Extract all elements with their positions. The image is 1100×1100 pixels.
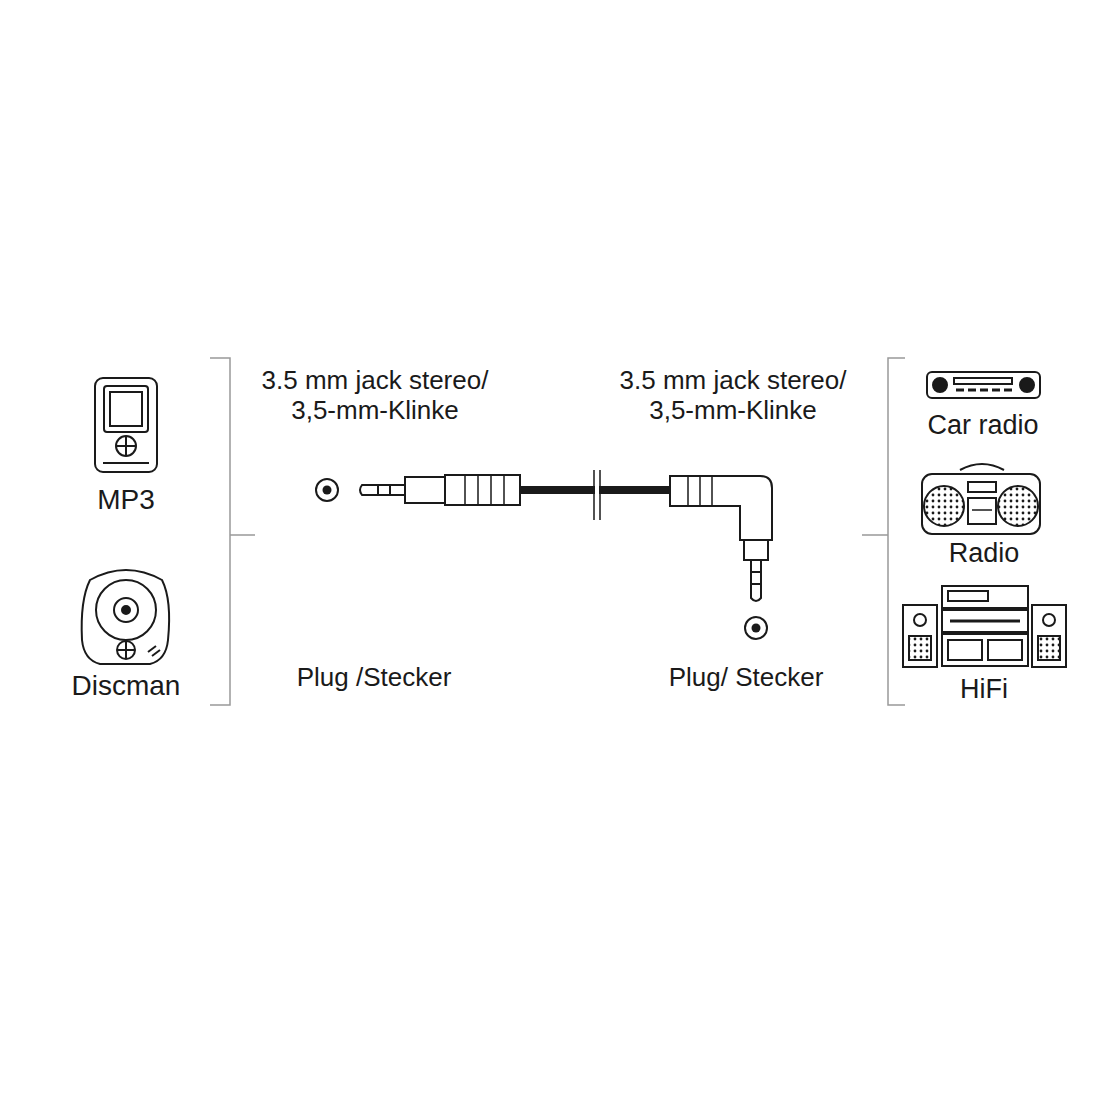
discman-icon bbox=[82, 570, 169, 664]
device-label: Car radio bbox=[898, 410, 1068, 441]
left-plug bbox=[316, 475, 520, 505]
hifi-icon bbox=[903, 586, 1066, 667]
cable bbox=[520, 470, 670, 520]
car-radio-icon bbox=[927, 372, 1040, 398]
connector-spec: 3.5 mm jack stereo/ 3,5-mm-Klinke bbox=[238, 366, 513, 426]
plug-label: Plug /Stecker bbox=[264, 663, 484, 693]
right-plug bbox=[670, 476, 772, 639]
plug-label: Plug/ Stecker bbox=[636, 663, 856, 693]
device-label: Discman bbox=[46, 670, 206, 702]
device-label: HiFi bbox=[909, 674, 1059, 705]
connector-spec: 3.5 mm jack stereo/ 3,5-mm-Klinke bbox=[596, 366, 871, 426]
radio-icon bbox=[922, 464, 1040, 534]
device-label: MP3 bbox=[46, 484, 206, 516]
mp3-icon bbox=[95, 378, 157, 472]
brackets bbox=[210, 358, 905, 705]
device-label: Radio bbox=[909, 538, 1059, 569]
